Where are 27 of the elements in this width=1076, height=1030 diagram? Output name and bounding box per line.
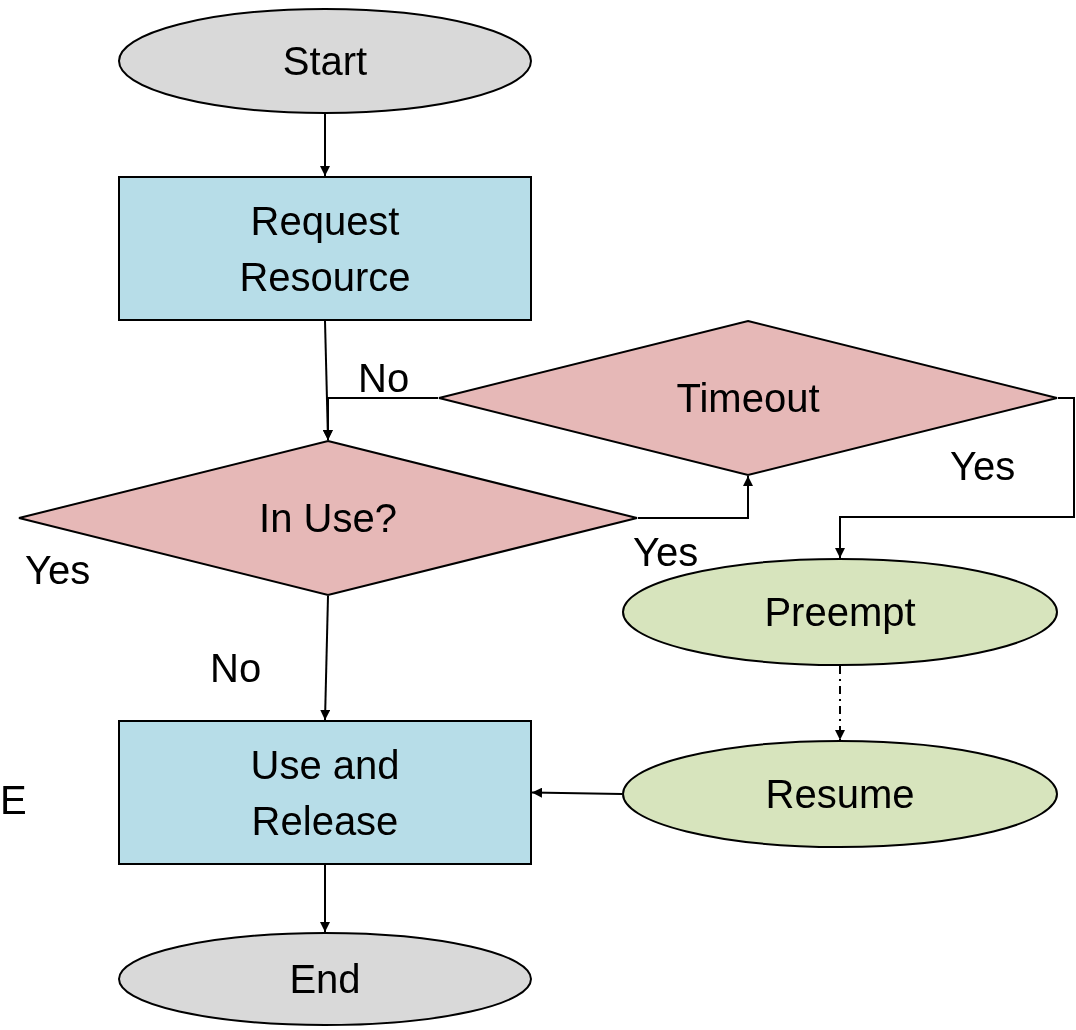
edge-label: Yes	[950, 444, 1016, 488]
node-label: Use and Release	[249, 741, 401, 845]
edge-label: No	[210, 646, 262, 690]
arrow	[323, 397, 439, 441]
node-label: In Use?	[259, 495, 397, 542]
process-box	[118, 720, 532, 865]
arrow	[320, 113, 330, 177]
start-terminator	[118, 8, 532, 114]
arrow	[835, 397, 1075, 559]
arrow	[320, 595, 331, 721]
arrow	[320, 864, 330, 933]
process-ellipse	[622, 740, 1058, 848]
node-label: Timeout	[676, 375, 820, 422]
node-label: Preempt	[764, 589, 916, 636]
node-label: Start	[282, 38, 368, 85]
process-box	[118, 176, 532, 321]
text-label: Yes	[25, 548, 91, 592]
edge-label: Yes	[633, 530, 699, 574]
node-label: Resume	[765, 771, 915, 818]
dashed-arrow	[835, 665, 845, 741]
arrow	[637, 475, 753, 519]
text-label: E	[0, 778, 27, 822]
node-label: Request Resource	[238, 197, 412, 301]
arrow	[531, 787, 623, 798]
edge-label: No	[358, 356, 410, 400]
node-label: End	[289, 956, 361, 1003]
end-terminator	[118, 932, 532, 1026]
